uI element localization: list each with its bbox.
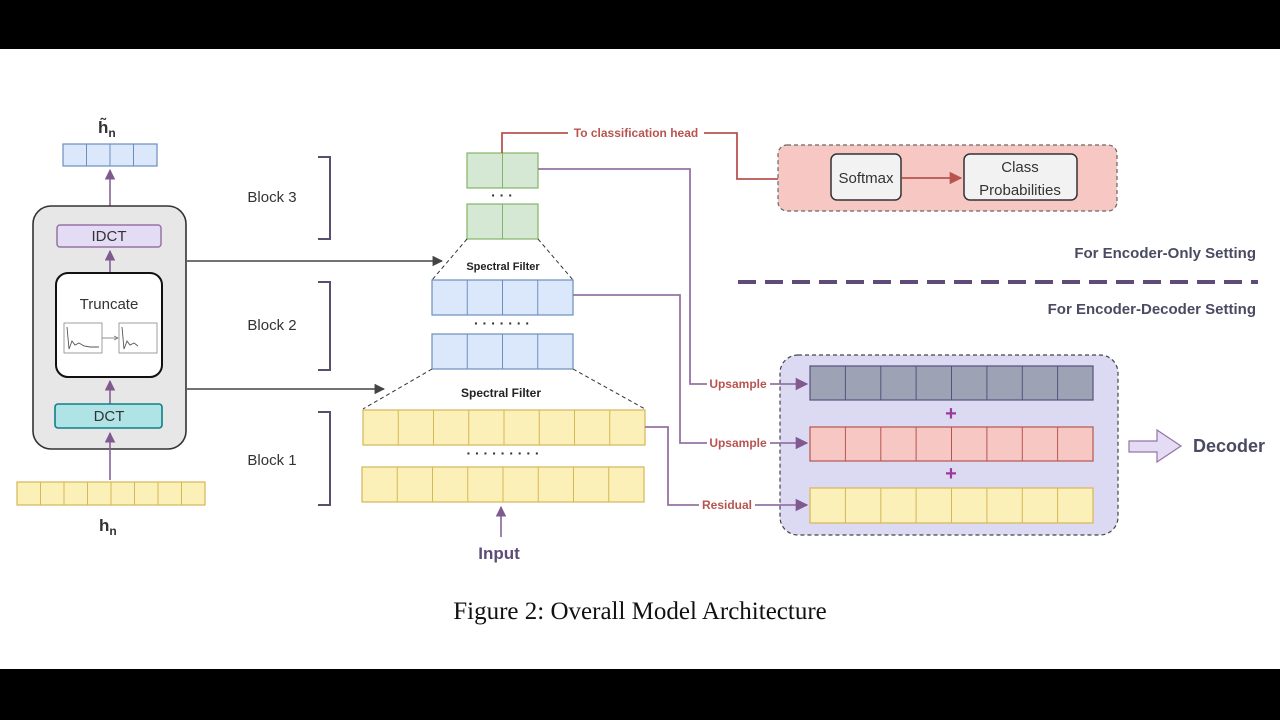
decoder-label: Decoder: [1193, 436, 1265, 456]
block2-top-vector: [431, 279, 574, 316]
upsample-top-label: Upsample: [709, 377, 767, 391]
h-tilde-label: h̃n: [98, 117, 116, 140]
h-label: hn: [99, 516, 117, 538]
architecture-diagram: h̃n IDCT Truncate DCT hn Block 3 Block 2…: [16, 117, 1265, 563]
h-tilde-vector: [62, 143, 158, 167]
upper-filter-edge-right: [537, 238, 574, 281]
to-classification-arrow: [501, 132, 829, 186]
block3-top-vector: [466, 152, 539, 189]
plus-sign-bottom: +: [945, 463, 957, 485]
block3-upsample-connector: [538, 168, 809, 391]
upsampled-block2-vector: [809, 426, 1094, 462]
lower-filter-edge-left: [362, 368, 433, 410]
upsample-mid-label-bg: [707, 436, 770, 450]
block3-label: Block 3: [247, 189, 296, 206]
h-vector: [16, 481, 206, 506]
truncate-label: Truncate: [80, 296, 139, 313]
block2-dots: · · · · · · ·: [474, 315, 530, 331]
encoder-decoder-label: For Encoder-Decoder Setting: [1048, 301, 1256, 318]
lower-filter-edge-right: [572, 368, 646, 410]
residual-label: Residual: [702, 498, 752, 512]
to-classification-label: To classification head: [574, 126, 698, 140]
softmax-box: [830, 153, 902, 201]
plus-sign-top: +: [945, 403, 957, 425]
block2-bracket: [318, 281, 331, 371]
class-probabilities-box: [963, 153, 1078, 201]
block1-label: Block 1: [247, 452, 296, 469]
figure-caption: Figure 2: Overall Model Architecture: [453, 598, 827, 625]
upsample-top-label-bg: [707, 377, 770, 391]
upsample-mid-label: Upsample: [709, 436, 767, 450]
to-classification-label-bg: [568, 125, 704, 140]
upper-spectral-filter-label: Spectral Filter: [466, 261, 540, 273]
input-label: Input: [478, 544, 520, 563]
block1-bracket: [318, 411, 331, 506]
class-probabilities-line2: Probabilities: [979, 182, 1061, 199]
upsampled-block3-vector: [809, 365, 1094, 401]
dct-label: DCT: [94, 408, 125, 425]
dct-box: [54, 403, 163, 429]
idct-box: [56, 224, 162, 248]
figure-canvas: h̃n IDCT Truncate DCT hn Block 3 Block 2…: [0, 49, 1280, 669]
block2-label: Block 2: [247, 317, 296, 334]
idct-label: IDCT: [92, 228, 127, 245]
block1-bottom-vector: [361, 466, 645, 503]
block1-dots: · · · · · · · · ·: [466, 445, 539, 461]
residual-label-bg: [699, 498, 755, 512]
lower-spectral-filter-label: Spectral Filter: [461, 386, 541, 400]
block3-bracket: [318, 156, 331, 240]
spectrum-truncate-icon: [63, 322, 158, 354]
upper-filter-edge-left: [431, 238, 468, 281]
block1-top-vector: [362, 409, 646, 446]
block3-bottom-vector: [466, 203, 539, 240]
encoder-only-label: For Encoder-Only Setting: [1074, 245, 1256, 262]
block3-dots: · · ·: [491, 187, 513, 203]
class-probabilities-line1: Class: [1001, 159, 1039, 176]
residual-block1-vector: [809, 487, 1094, 524]
block2-bottom-vector: [431, 333, 574, 370]
decoder-output-arrow: [1128, 428, 1183, 464]
softmax-label: Softmax: [838, 170, 894, 187]
